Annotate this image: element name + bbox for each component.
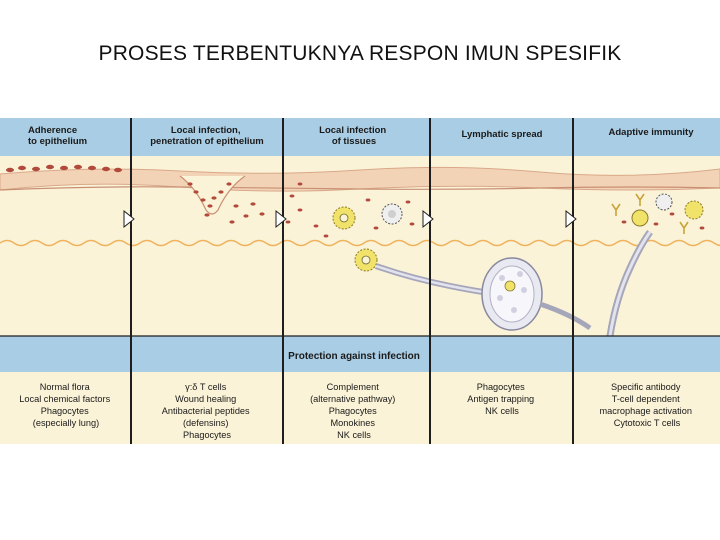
- protection-list-1: Normal flora Local chemical factors Phag…: [19, 382, 112, 428]
- protection-3-item-1: Complement: [327, 382, 380, 392]
- protection-1-item-2: Local chemical factors: [19, 394, 110, 404]
- stage-title-2-line-2: penetration of epithelium: [150, 136, 263, 147]
- stage-title-1-line-1: Adherence: [28, 125, 77, 136]
- stage-title-4: Lymphatic spread: [462, 129, 543, 140]
- macrophage-cell-lower: [354, 248, 378, 272]
- basement-wave: [0, 239, 720, 247]
- epithelium-line: [0, 186, 720, 191]
- protection-2-item-3: Antibacterial peptides: [162, 406, 250, 416]
- protection-2-item-2: Wound healing: [175, 394, 236, 404]
- protection-5-item-4: Cytotoxic T cells: [614, 418, 681, 428]
- surface-bacteria: [6, 164, 122, 173]
- efferent-lymphatic: [539, 301, 592, 331]
- protection-4-item-3: NK cells: [485, 406, 519, 416]
- protection-5-item-3: macrophage activation: [599, 406, 691, 416]
- stage-title-1: Adherence to epithelium: [28, 125, 87, 147]
- protection-panel: [0, 372, 720, 444]
- stage-title-1-line-2: to epithelium: [28, 136, 87, 147]
- protection-1-item-4: (especially lung): [33, 418, 99, 428]
- immune-response-figure: Adherence to epithelium Local infection,…: [0, 118, 720, 444]
- protection-list-4: Phagocytes Antigen trapping NK cells: [467, 382, 536, 416]
- protection-5-item-2: T-cell dependent: [612, 394, 680, 404]
- protection-1-item-1: Normal flora: [40, 382, 91, 392]
- protection-5-item-1: Specific antibody: [611, 382, 681, 392]
- stage-title-3-line-2: of tissues: [332, 136, 376, 147]
- progress-arrows: [123, 209, 577, 229]
- protection-list-3: Complement (alternative pathway) Phagocy…: [310, 382, 398, 440]
- protection-3-item-2: (alternative pathway): [310, 394, 395, 404]
- slide-title: PROSES TERBENTUKNYA RESPON IMUN SPESIFIK: [98, 42, 622, 65]
- lymph-node: [481, 257, 543, 331]
- protection-4-item-1: Phagocytes: [477, 382, 525, 392]
- protection-3-item-5: NK cells: [337, 430, 371, 440]
- effector-cells: [631, 193, 704, 227]
- stage-title-5-line-1: Adaptive immunity: [609, 127, 695, 138]
- protection-2-item-1: γ:δ T cells: [185, 382, 227, 392]
- protection-list-5: Specific antibody T-cell dependent macro…: [599, 382, 694, 428]
- tissue-bacteria: [285, 182, 415, 238]
- stage-title-2: Local infection, penetration of epitheli…: [150, 125, 263, 147]
- stage-title-3: Local infection of tissues: [319, 125, 389, 147]
- protection-3-item-4: Monokines: [331, 418, 376, 428]
- nk-cell: [381, 203, 403, 225]
- protection-1-item-3: Phagocytes: [41, 406, 89, 416]
- stage-title-4-line-1: Lymphatic spread: [462, 129, 543, 140]
- stage-title-3-line-1: Local infection: [319, 125, 386, 136]
- stage-dividers: [130, 118, 574, 444]
- protection-3-item-3: Phagocytes: [329, 406, 377, 416]
- macrophage-cell: [332, 206, 356, 230]
- protection-2-item-5: Phagocytes: [183, 430, 231, 440]
- protection-4-item-2: Antigen trapping: [467, 394, 534, 404]
- invading-bacteria: [187, 182, 265, 224]
- stage-title-5: Adaptive immunity: [609, 127, 695, 138]
- antibodies: [611, 193, 689, 234]
- protection-list-2: γ:δ T cells Wound healing Antibacterial …: [162, 382, 252, 440]
- residual-bacteria: [621, 212, 705, 230]
- stage-title-2-line-1: Local infection,: [171, 125, 241, 136]
- protection-band-label: Protection against infection: [288, 351, 420, 362]
- protection-2-item-4: (defensins): [183, 418, 228, 428]
